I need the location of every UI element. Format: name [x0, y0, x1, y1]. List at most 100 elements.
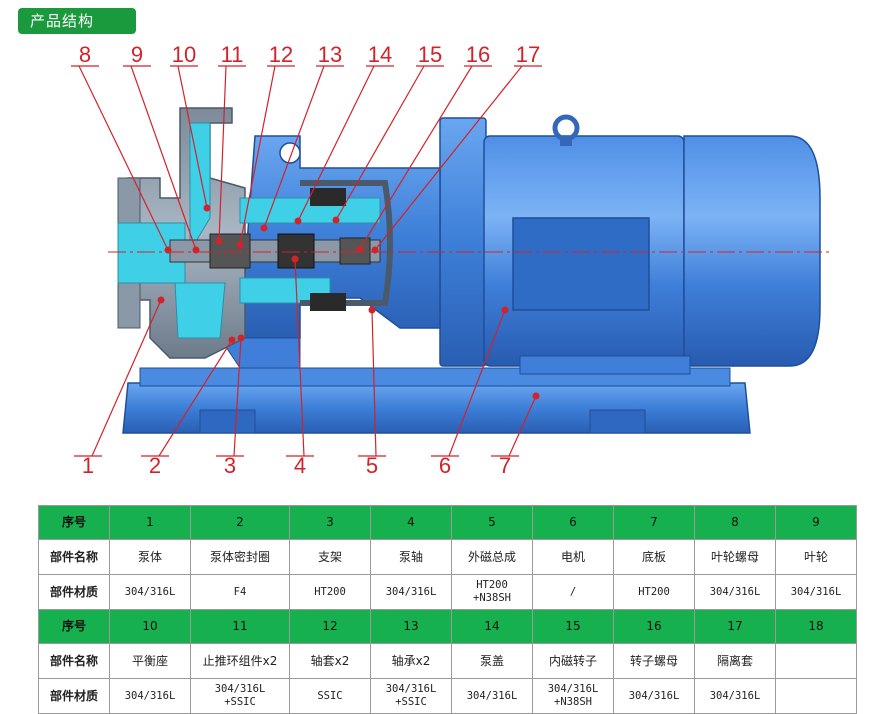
table-cell: 11: [190, 609, 290, 644]
table-cell: 14: [451, 609, 533, 644]
table-cell: 1: [109, 505, 191, 540]
table-cell: 止推环组件x2: [190, 643, 290, 679]
table-cell: 转子螺母: [613, 643, 695, 679]
table-cell: 5: [451, 505, 533, 540]
table-cell: 外磁总成: [451, 539, 533, 575]
callout-number-8: 8: [79, 42, 91, 67]
leader-line: [359, 65, 473, 250]
marker-dot: [368, 306, 376, 314]
section-title: 产品结构: [30, 12, 95, 30]
leader-line: [177, 65, 208, 209]
table-cell: 泵体: [109, 539, 191, 575]
table-cell: 6: [532, 505, 614, 540]
table-cell: 泵体密封圈: [190, 539, 290, 575]
table-cell: SSIC: [289, 678, 371, 714]
pump-body-section: [117, 107, 393, 359]
marker-dot: [532, 392, 540, 400]
marker-dot: [164, 246, 172, 254]
table-cell: [775, 678, 857, 714]
table-cell: 15: [532, 609, 614, 644]
callout-number-1: 1: [82, 453, 94, 478]
table-cell: 内磁转子: [532, 643, 614, 679]
table-cell: 底板: [613, 539, 695, 575]
marker-dot: [501, 306, 509, 314]
callout-number-2: 2: [149, 453, 161, 478]
marker-dot: [260, 224, 268, 232]
callout-number-11: 11: [221, 42, 244, 67]
base-plate: [122, 367, 751, 434]
table-cell: 304/316L: [370, 574, 452, 610]
leader-line: [335, 65, 425, 221]
marker-dot: [294, 217, 302, 225]
callout-number-12: 12: [269, 42, 293, 67]
marker-dot: [291, 255, 299, 263]
table-row-label: 部件材质: [38, 678, 110, 714]
table-row-label: 序号: [38, 609, 110, 644]
callout-number-4: 4: [294, 453, 306, 478]
table-cell: 304/316L: [109, 678, 191, 714]
leader-line: [374, 65, 523, 251]
table-cell: 13: [370, 609, 452, 644]
leader-line: [158, 339, 233, 457]
table-cell: 4: [370, 505, 452, 540]
table-cell: 电机: [532, 539, 614, 575]
callout-number-17: 17: [516, 42, 540, 67]
marker-dot: [228, 336, 236, 344]
table-cell: HT200: [289, 574, 371, 610]
table-cell: 17: [694, 609, 776, 644]
table-cell: HT200+N38SH: [451, 574, 533, 610]
table-cell: 9: [775, 505, 857, 540]
table-cell: 304/316L+SSIC: [190, 678, 290, 714]
leader-line: [508, 395, 537, 457]
table-cell: 304/316L: [451, 678, 533, 714]
callout-number-10: 10: [172, 42, 196, 67]
leader-line: [448, 309, 506, 457]
callout-number-6: 6: [439, 453, 451, 478]
leader-line: [78, 65, 169, 251]
table-cell: 16: [613, 609, 695, 644]
table-cell: 平衡座: [109, 643, 191, 679]
table-cell: 支架: [289, 539, 371, 575]
table-cell: 304/316L: [775, 574, 857, 610]
callout-number-9: 9: [131, 42, 143, 67]
motor: [439, 114, 821, 375]
callout-number-16: 16: [466, 42, 490, 67]
table-cell: 3: [289, 505, 371, 540]
leader-line: [218, 65, 227, 242]
table-cell: 泵轴: [370, 539, 452, 575]
leader-line: [294, 258, 305, 457]
table-cell: HT200: [613, 574, 695, 610]
table-cell: /: [532, 574, 614, 610]
marker-dot: [332, 216, 340, 224]
marker-dot: [203, 204, 211, 212]
table-cell: 304/316L: [694, 574, 776, 610]
table-cell: 304/316L: [613, 678, 695, 714]
table-cell: 叶轮螺母: [694, 539, 776, 575]
callout-number-15: 15: [418, 42, 442, 67]
leader-lines: [71, 65, 542, 457]
table-row-label: 部件名称: [38, 539, 110, 575]
marker-dot: [371, 246, 379, 254]
table-cell: 304/316L: [109, 574, 191, 610]
table-cell: 8: [694, 505, 776, 540]
table-cell: 18: [775, 609, 857, 644]
leader-line: [239, 65, 276, 246]
leader-line: [297, 65, 375, 222]
table-cell: [775, 643, 857, 679]
marker-dot: [237, 334, 245, 342]
callout-number-13: 13: [318, 42, 342, 67]
table-cell: 304/316L+SSIC: [370, 678, 452, 714]
section-title-tag: 产品结构: [18, 8, 136, 34]
leader-line: [263, 65, 325, 229]
table-row-label: 序号: [38, 505, 110, 540]
table-cell: 轴承x2: [370, 643, 452, 679]
table-cell: 12: [289, 609, 371, 644]
callout-number-5: 5: [366, 453, 378, 478]
table-cell: 轴套x2: [289, 643, 371, 679]
table-cell: 泵盖: [451, 643, 533, 679]
